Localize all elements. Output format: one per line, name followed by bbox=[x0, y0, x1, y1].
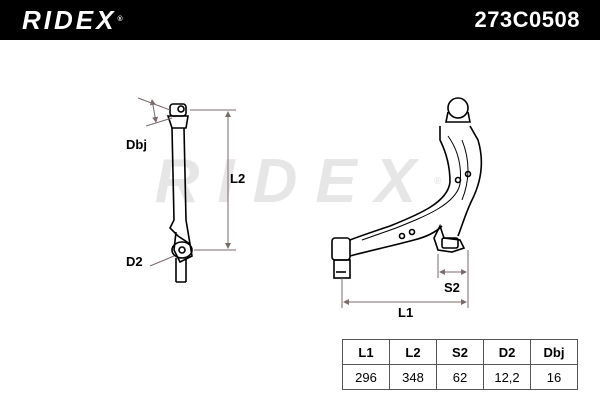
arm-inner-contour bbox=[457, 125, 483, 237]
dbj-leader-top bbox=[137, 97, 171, 111]
arm-rib-line bbox=[461, 139, 469, 201]
arm-flange-line bbox=[361, 135, 461, 241]
watermark-mark: ® bbox=[434, 176, 442, 187]
dbj-leader-bottom bbox=[145, 117, 173, 127]
side-view bbox=[166, 103, 193, 283]
brand-logo: RIDEX® bbox=[22, 5, 123, 35]
header-bar: RIDEX® 273C0508 bbox=[0, 0, 600, 40]
rear-bushing bbox=[441, 237, 459, 249]
rivet-hole-2 bbox=[464, 170, 472, 178]
side-bushing-bore bbox=[178, 246, 186, 254]
rivet-hole-3 bbox=[408, 228, 416, 236]
front-bushing bbox=[331, 237, 351, 261]
d2-label: D2 bbox=[126, 254, 143, 269]
side-arm-edge bbox=[183, 127, 191, 245]
side-dimensions bbox=[137, 97, 236, 267]
spec-value-row: 296 348 62 12,2 16 bbox=[342, 364, 578, 390]
side-ball-stud bbox=[177, 105, 185, 113]
dbj-label: Dbj bbox=[126, 137, 147, 152]
spec-header-cell: D2 bbox=[483, 339, 531, 365]
brand-name: RIDEX bbox=[22, 5, 117, 35]
spec-value-cell: 62 bbox=[436, 364, 484, 390]
spec-header-cell: S2 bbox=[436, 339, 484, 365]
ball-joint-boot bbox=[445, 111, 471, 123]
s2-label: S2 bbox=[444, 280, 460, 295]
spec-value-cell: 348 bbox=[389, 364, 437, 390]
brand-registered-mark: ® bbox=[117, 16, 123, 23]
l1-label: L1 bbox=[398, 305, 414, 320]
dbj-dimension-line bbox=[149, 99, 159, 123]
top-view bbox=[331, 97, 483, 279]
spec-value-cell: 296 bbox=[342, 364, 390, 390]
spec-header-cell: Dbj bbox=[530, 339, 578, 365]
arm-outer-contour bbox=[349, 126, 451, 241]
rivet-hole-1 bbox=[454, 176, 462, 184]
d2-leader bbox=[149, 255, 175, 267]
top-dimensions bbox=[341, 250, 469, 308]
part-number: 273C0508 bbox=[474, 7, 580, 32]
spec-header-row: L1 L2 S2 D2 Dbj bbox=[342, 339, 578, 365]
spec-value-cell: 16 bbox=[530, 364, 578, 390]
watermark-text: RIDEX bbox=[154, 147, 435, 216]
spec-table: L1 L2 S2 D2 Dbj 296 348 62 12,2 16 bbox=[342, 339, 578, 390]
ball-joint bbox=[447, 97, 469, 119]
rivet-hole-4 bbox=[398, 232, 406, 240]
side-ball-joint-housing bbox=[166, 115, 189, 129]
spec-header-cell: L2 bbox=[389, 339, 437, 365]
spec-header-cell: L1 bbox=[342, 339, 390, 365]
side-bushing-sleeve bbox=[175, 258, 187, 283]
spec-value-cell: 12,2 bbox=[483, 364, 531, 390]
arm-lower-edge bbox=[349, 225, 443, 257]
side-bushing bbox=[171, 241, 193, 259]
front-bushing-sleeve bbox=[333, 259, 351, 279]
l2-label: L2 bbox=[230, 171, 246, 186]
brand-watermark: RIDEX® bbox=[48, 151, 548, 213]
